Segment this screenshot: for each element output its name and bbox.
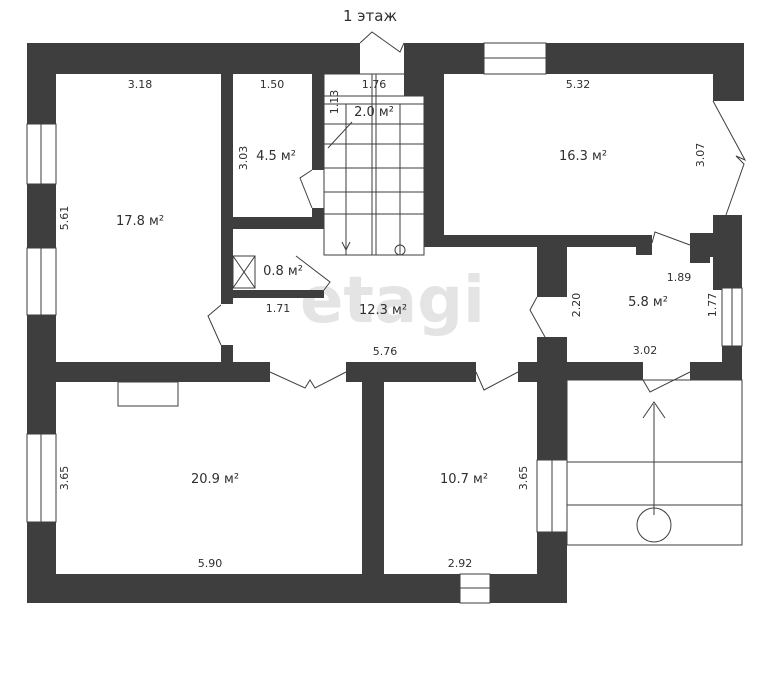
dim-5-8-right: 1.77 bbox=[706, 293, 719, 318]
dim-4-5-width: 1.50 bbox=[260, 78, 285, 91]
dim-5-8-left: 2.20 bbox=[570, 293, 583, 318]
dimension-labels: 3.18 5.61 1.50 3.03 1.76 1.13 5.32 3.07 … bbox=[58, 78, 719, 570]
room-4-5-area: 4.5 м² bbox=[256, 149, 296, 164]
watermark: etagi bbox=[300, 264, 485, 338]
dim-10-7-height: 3.65 bbox=[517, 466, 530, 491]
room-5-8-area: 5.8 м² bbox=[628, 295, 668, 310]
doors bbox=[207, 31, 747, 393]
room-17-8-area: 17.8 м² bbox=[116, 214, 164, 229]
room-16-3-area: 16.3 м² bbox=[559, 149, 607, 164]
room-0-8-area: 0.8 м² bbox=[263, 264, 303, 279]
dim-20-9-width: 5.90 bbox=[198, 557, 223, 570]
floor-title: 1 этаж bbox=[343, 7, 397, 25]
area-labels: 17.8 м² 4.5 м² 2.0 м² 16.3 м² 0.8 м² 12.… bbox=[116, 105, 668, 487]
dim-16-3-width: 5.32 bbox=[566, 78, 591, 91]
room-12-3-area: 12.3 м² bbox=[359, 303, 407, 318]
dim-10-7-width: 2.92 bbox=[448, 557, 473, 570]
room-10-7-area: 10.7 м² bbox=[440, 472, 488, 487]
dim-12-3-short: 1.71 bbox=[266, 302, 291, 315]
dim-16-3-height: 3.07 bbox=[694, 143, 707, 168]
dim-20-9-height: 3.65 bbox=[58, 466, 71, 491]
closet-mark bbox=[232, 255, 256, 289]
room-2-0-area: 2.0 м² bbox=[354, 105, 394, 120]
interior-stairs bbox=[323, 73, 425, 256]
windows bbox=[26, 42, 743, 604]
dim-2-0-height: 1.13 bbox=[328, 90, 341, 115]
dim-12-3-long: 5.76 bbox=[373, 345, 398, 358]
dim-5-8-bottom: 3.02 bbox=[633, 344, 658, 357]
dim-4-5-height: 3.03 bbox=[237, 146, 250, 171]
dim-17-8-height: 5.61 bbox=[58, 206, 71, 231]
dim-17-8-width: 3.18 bbox=[128, 78, 153, 91]
room-20-9-area: 20.9 м² bbox=[191, 472, 239, 487]
dim-2-0-width: 1.76 bbox=[362, 78, 387, 91]
dim-5-8-top: 1.89 bbox=[667, 271, 692, 284]
exterior-stairs bbox=[566, 379, 743, 546]
